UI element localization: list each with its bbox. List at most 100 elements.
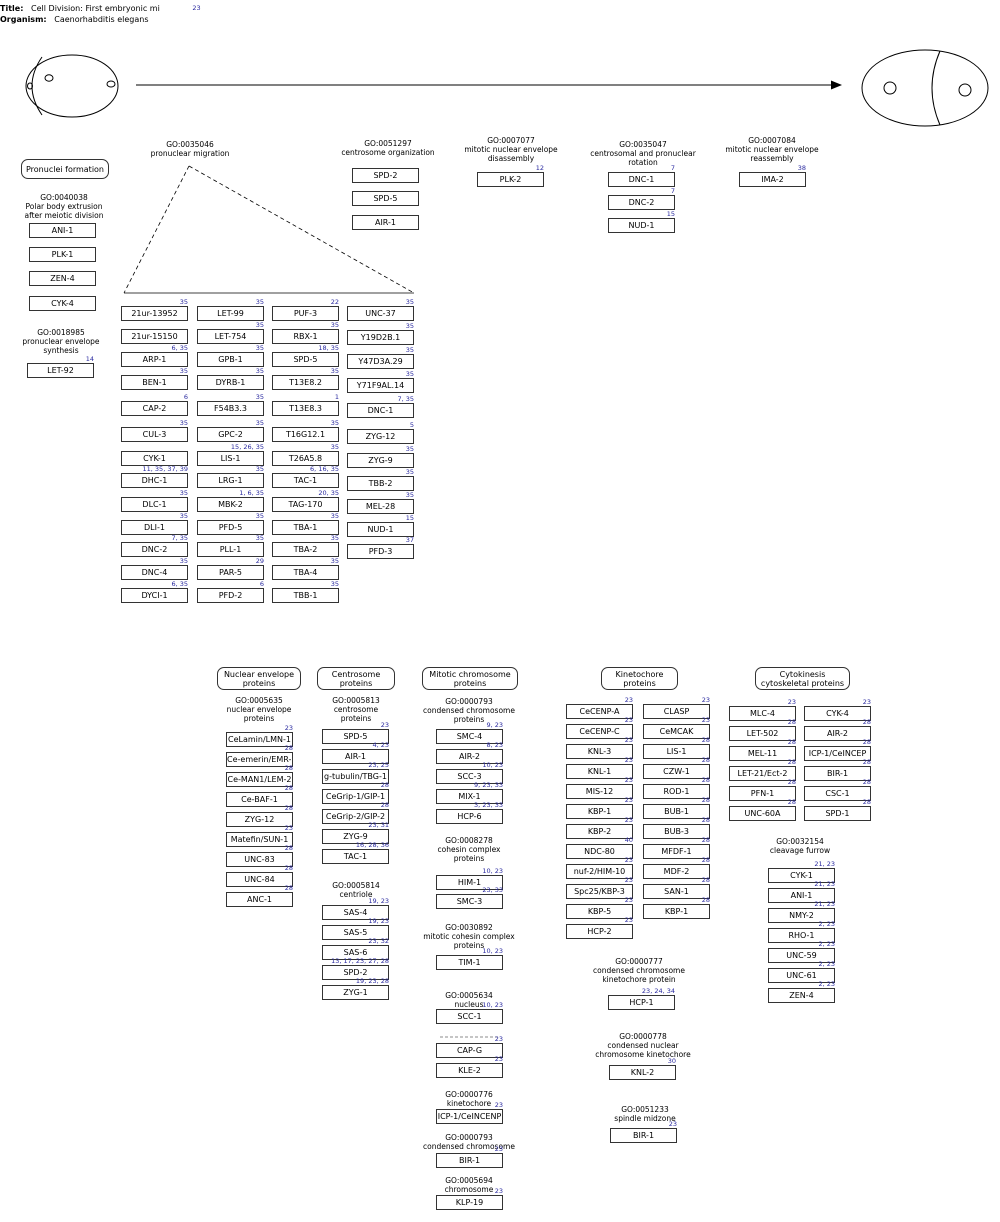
gene-box: CAP-2 — [121, 401, 188, 416]
gene-box: CYK-1 — [121, 451, 188, 466]
gene-box: BUB-3 — [643, 824, 710, 839]
reference-number: 21, 23 — [814, 880, 835, 888]
gene-box: HCP-2 — [566, 924, 633, 939]
gene-box: Y47D3A.29 — [347, 354, 414, 369]
gene-box: PFN-1 — [729, 786, 796, 801]
organism-line: Organism: Caenorhabditis elegans — [0, 15, 148, 24]
gene-box: CeGrip-1/GIP-1 — [322, 789, 389, 804]
gene-box: LET-754 — [197, 329, 264, 344]
go-term-name: cleavage furrow — [769, 846, 831, 855]
reference-number: 21, 23 — [814, 860, 835, 868]
gene-box: PAR-5 — [197, 565, 264, 580]
reference-number: 23, 25 — [368, 761, 389, 769]
reference-number: 23 — [624, 696, 633, 704]
reference-number: 35 — [255, 298, 264, 306]
category-box: Nuclear envelope proteins — [217, 667, 301, 690]
reference-number: 28 — [787, 758, 796, 766]
reference-number: 28 — [284, 764, 293, 772]
reference-number: 28 — [862, 718, 871, 726]
reference-number: 28 — [862, 738, 871, 746]
gene-box: g-tubulin/TBG-1 — [322, 769, 389, 784]
go-term-name: mitotic cohesin complex proteins — [423, 932, 515, 950]
reference-number: 28 — [787, 718, 796, 726]
gene-box: PFD-5 — [197, 520, 264, 535]
gene-box: ZYG-1 — [322, 985, 389, 1000]
reference-number: 15 — [405, 514, 414, 522]
reference-number: 35 — [255, 419, 264, 427]
go-term-name: mitotic nuclear envelope reassembly — [725, 145, 819, 163]
reference-number: 28 — [701, 876, 710, 884]
go-term-id: GO:0000778 — [619, 1032, 667, 1041]
gene-box: AIR-2 — [804, 726, 871, 741]
reference-number: 12 — [535, 164, 544, 172]
go-term-name: spindle midzone — [614, 1114, 676, 1123]
gene-box: ZYG-9 — [322, 829, 389, 844]
reference-number: 35 — [255, 512, 264, 520]
reference-number: 30 — [667, 1057, 676, 1065]
reference-number: 18, 35 — [318, 344, 339, 352]
gene-box: BIR-1 — [436, 1153, 503, 1168]
reference-number: 5 — [409, 421, 414, 429]
reference-number: 28 — [284, 884, 293, 892]
gene-box: MFDF-1 — [643, 844, 710, 859]
reference-number: 7 — [670, 187, 675, 195]
gene-box: LET-21/Ect-2 — [729, 766, 796, 781]
reference-number: 23 — [624, 856, 633, 864]
gene-box: DHC-1 — [121, 473, 188, 488]
gene-box: TAC-1 — [322, 849, 389, 864]
pronucleus-left-b — [106, 80, 116, 88]
go-term-name: condensed chromosome proteins — [423, 706, 515, 724]
reference-number: 28 — [701, 736, 710, 744]
reference-number: 23 — [624, 736, 633, 744]
title-line: Title: Cell Division: First embryonic mi… — [0, 4, 201, 13]
gene-box: TBA-2 — [272, 542, 339, 557]
gene-box: CeGrip-2/GIP-2 — [322, 809, 389, 824]
reference-number: 9, 23, 33 — [474, 781, 503, 789]
reference-number: 6 — [183, 393, 188, 401]
reference-number: 35 — [179, 298, 188, 306]
gene-box: RBX-1 — [272, 329, 339, 344]
go-term-name: mitotic nuclear envelope disassembly — [464, 145, 558, 163]
reference-number: 15 — [666, 210, 675, 218]
reference-number: 3, 23, 33 — [474, 801, 503, 809]
reference-number: 20, 35 — [318, 489, 339, 497]
reference-number: 35 — [405, 346, 414, 354]
reference-number: 10, 23 — [482, 1001, 503, 1009]
go-term-id: GO:0005814 — [332, 881, 380, 890]
gene-box: NUD-1 — [347, 522, 414, 537]
reference-number: 29 — [255, 557, 264, 565]
reference-number: 23, 24, 34 — [641, 987, 675, 995]
gene-box: CeLamin/LMN-1 — [226, 732, 293, 747]
nucleus-right-a — [883, 81, 897, 95]
reference-number: 23, 33 — [482, 886, 503, 894]
go-term-id: GO:0030892 — [445, 923, 493, 932]
gene-box: SAS-6 — [322, 945, 389, 960]
pathway-title: Cell Division: First embryonic mi — [31, 4, 160, 13]
reference-number: 28 — [701, 896, 710, 904]
gene-box: SAS-5 — [322, 925, 389, 940]
gene-box: CUL-3 — [121, 427, 188, 442]
reference-number: 14 — [85, 355, 94, 363]
reference-number: 6, 35 — [171, 580, 188, 588]
go-term-name: condensed chromosome kinetochore protein — [593, 966, 685, 984]
time-arrow-head — [831, 80, 842, 90]
embryo-left-outline — [25, 54, 119, 118]
gene-box: MLC-4 — [729, 706, 796, 721]
reference-number: 23 — [284, 824, 293, 832]
gene-box: SMC-3 — [436, 894, 503, 909]
go-term-id: GO:0007084 — [748, 136, 796, 145]
reference-number: 28 — [862, 778, 871, 786]
reference-number: 35 — [405, 491, 414, 499]
gene-box: TIM-1 — [436, 955, 503, 970]
